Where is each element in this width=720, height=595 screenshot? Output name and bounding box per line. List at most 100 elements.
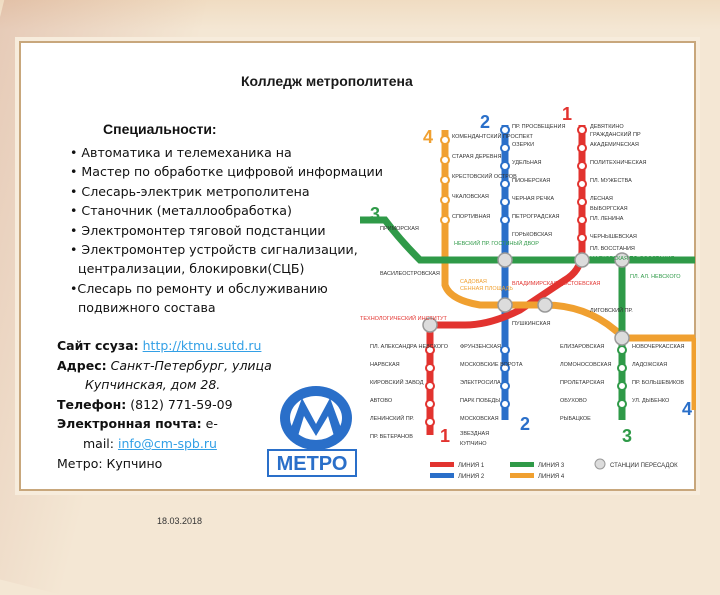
phone-row: Телефон: (812) 771-59-09 <box>57 395 307 415</box>
specialty-item: подвижного состава <box>70 300 216 316</box>
background-top-band <box>0 0 720 30</box>
station-label: СТАРАЯ ДЕРЕВНЯ <box>452 154 501 160</box>
station-label: ЕЛИЗАРОВСКАЯ <box>560 344 604 350</box>
legend-transfer: СТАНЦИИ ПЕРЕСАДОК <box>610 463 678 469</box>
station-label: ЛАДОЖСКАЯ <box>632 362 667 368</box>
metro-map: 2 1 4 3 2 1 3 4 ПР. ПРОСВЕЩЕНИЯ ОЗЕРКИ У… <box>360 100 696 486</box>
specialty-item: •Слесарь по ремонту и обслуживанию <box>70 280 328 296</box>
line-number-1: 1 <box>562 104 572 124</box>
line-2-stations <box>500 125 510 409</box>
station-label: ПАРК ПОБЕДЫ <box>460 398 500 404</box>
address-line-2: Купчинская, дом 28. <box>85 377 221 393</box>
station-label: ГОРЬКОВСКАЯ <box>512 232 552 238</box>
transfer-label: НЕВСКИЙ ПР. ГОСТИНЫЙ ДВОР <box>454 239 539 247</box>
line-number-3-south: 3 <box>622 426 632 446</box>
specialty-item: • Мастер по обработке цифровой информаци… <box>70 164 383 180</box>
metro-logo: МЕТРО <box>264 374 370 482</box>
station-label: КРЕСТОВСКИЙ ОСТРОВ <box>452 172 517 180</box>
metro-station: Метро: Купчино <box>57 455 163 471</box>
transfer-stations <box>422 252 630 346</box>
station-label: КОМЕНДАНТСКИЙ ПРОСПЕКТ <box>452 132 534 140</box>
station-label: РЫБАЦКОЕ <box>560 416 591 422</box>
specialty-item: • Электромонтер тяговой подстанции <box>70 222 326 238</box>
slide-title: Колледж метрополитена <box>241 73 413 89</box>
legend-line-2: ЛИНИЯ 2 <box>458 474 485 480</box>
phone-value: (812) 771-59-09 <box>130 396 233 412</box>
email-label: Электронная почта: <box>57 416 202 432</box>
station-label: ПОЛИТЕХНИЧЕСКАЯ <box>590 160 647 166</box>
station-label: КИРОВСКИЙ ЗАВОД <box>370 378 424 386</box>
transfer-label: СЕННАЯ ПЛОЩАДЬ <box>460 286 513 292</box>
station-label: УДЕЛЬНАЯ <box>512 160 541 166</box>
website-row: Сайт ссуза: http://ktmu.sutd.ru <box>57 336 307 356</box>
line-number-3: 3 <box>370 204 380 224</box>
station-label: МОСКОВСКАЯ <box>460 416 499 422</box>
station-label: ПЕТРОГРАДСКАЯ <box>512 214 560 220</box>
station-label: ДЕВЯТКИНО <box>590 124 624 130</box>
station-label: УЛ. ДЫБЕНКО <box>632 398 670 404</box>
metro-map-graphic: 2 1 4 3 2 1 3 4 ПР. ПРОСВЕЩЕНИЯ ОЗЕРКИ У… <box>360 104 696 480</box>
email-link[interactable]: info@cm-spb.ru <box>117 435 217 451</box>
station-label: ФРУНЗЕНСКАЯ <box>460 344 501 350</box>
email-prefix: e- <box>205 416 218 432</box>
station-label: АКАДЕМИЧЕСКАЯ <box>590 142 639 148</box>
station-label: ПЛ. ВОССТАНИЯ <box>590 246 635 252</box>
specialty-item: • Автоматика и телемеханика на <box>70 145 292 160</box>
station-labels: ПР. ПРОСВЕЩЕНИЯ ОЗЕРКИ УДЕЛЬНАЯ ПИОНЕРСК… <box>360 124 684 447</box>
line-number-2-south: 2 <box>520 414 530 434</box>
station-label: МОСКОВСКИЕ ВОРОТА <box>460 362 523 368</box>
transfer-label: ПУШКИНСКАЯ <box>512 321 550 327</box>
station-label: ЛОМОНОСОВСКАЯ <box>560 362 611 368</box>
line-4-stations <box>440 135 450 225</box>
station-label: ЛЕСНАЯ <box>590 196 613 202</box>
station-label: СПОРТИВНАЯ <box>452 214 490 220</box>
station-label: ПРИМОРСКАЯ <box>380 226 419 232</box>
email-prefix-2: mail: <box>83 435 114 451</box>
line-3-track <box>360 216 695 264</box>
transfer-label: ТЕХНОЛОГИЧЕСКИЙ ИНСТИТУТ <box>360 314 448 322</box>
metro-logo-graphic: МЕТРО <box>267 386 357 477</box>
station-label: АВТОВО <box>370 398 393 404</box>
legend-line-3: ЛИНИЯ 3 <box>538 463 565 469</box>
station-label: ЛЕНИНСКИЙ ПР. <box>370 414 414 422</box>
station-label: ВАСИЛЕОСТРОВСКАЯ <box>380 271 440 277</box>
station-label: ВЫБОРГСКАЯ <box>590 206 628 212</box>
station-label: ГРАЖДАНСКИЙ ПР <box>590 130 641 138</box>
metro-logo-text: МЕТРО <box>277 453 348 475</box>
station-label: ПЛ. АЛЕКСАНДРА НЕВСКОГО <box>370 344 449 350</box>
station-label: ПЛ. ЛЕНИНА <box>590 216 624 222</box>
station-label: ОБУХОВО <box>560 398 588 404</box>
address-label: Адрес: <box>57 357 107 373</box>
line-1-stations <box>425 125 587 427</box>
station-label: ЗВЕЗДНАЯ <box>460 431 489 437</box>
specialties-heading: Специальности: <box>103 121 217 137</box>
station-label: ПР. БОЛЬШЕВИКОВ <box>632 380 684 386</box>
station-label: ЭЛЕКТРОСИЛА <box>460 380 501 386</box>
line-number-4-east: 4 <box>682 399 692 419</box>
station-label: КУПЧИНО <box>460 441 487 447</box>
website-label: Сайт ссуза: <box>57 338 139 353</box>
contact-info: Сайт ссуза: http://ktmu.sutd.ru Адрес: С… <box>57 336 307 473</box>
specialty-item: • Слесарь-электрик метрополитена <box>70 183 310 199</box>
email-row-2: mail: info@cm-spb.ru <box>57 434 307 454</box>
legend-line-1: ЛИНИЯ 1 <box>458 463 485 469</box>
station-label: ПРОЛЕТАРСКАЯ <box>560 380 604 386</box>
specialty-item: централизации, блокировки(СЦБ) <box>70 261 305 277</box>
transfer-label: ЛИГОВСКИЙ ПР. <box>590 306 633 314</box>
legend-line-4: ЛИНИЯ 4 <box>538 474 565 480</box>
line-3-stations <box>617 345 627 409</box>
email-row: Электронная почта: e- <box>57 414 307 434</box>
slide-date: 18.03.2018 <box>157 516 203 526</box>
line-number-2: 2 <box>480 112 490 132</box>
address-row: Адрес: Санкт-Петербург, улица <box>57 356 307 376</box>
phone-label: Телефон: <box>57 396 127 412</box>
line-number-1-south: 1 <box>440 426 450 446</box>
station-label: НОВОЧЕРКАССКАЯ <box>632 344 684 350</box>
transfer-label: МАЯКОВСКАЯ ПЛ. ВОССТАНИЯ <box>590 256 674 262</box>
station-label: НАРВСКАЯ <box>370 362 400 368</box>
station-label: ПЛ. МУЖЕСТВА <box>590 178 632 184</box>
transfer-label: ПЛ. АЛ. НЕВСКОГО <box>630 274 681 280</box>
website-link[interactable]: http://ktmu.sutd.ru <box>142 338 262 353</box>
transfer-label: ВЛАДИМИРСКАЯ ДОСТОЕВСКАЯ <box>512 281 600 287</box>
station-label: ПИОНЕРСКАЯ <box>512 178 550 184</box>
